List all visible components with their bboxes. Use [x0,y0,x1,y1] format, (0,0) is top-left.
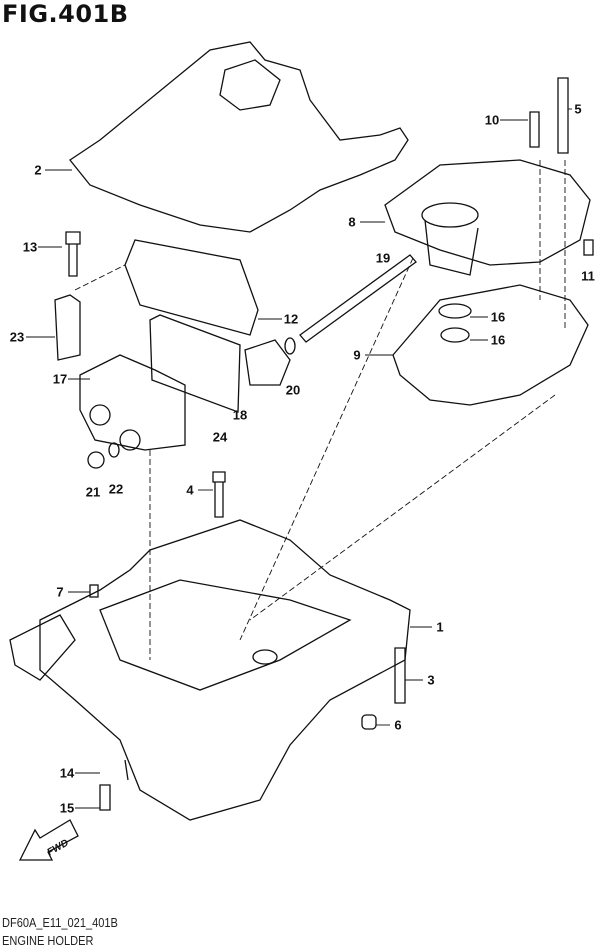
callout-10: 10 [484,112,500,128]
bolt-3 [394,647,406,704]
callout-3: 3 [427,672,435,688]
pin-6 [361,714,377,730]
callout-12: 12 [283,311,299,327]
callout-4: 4 [186,482,194,498]
callout-13: 13 [22,239,38,255]
washer-22 [108,442,120,458]
callout-6: 6 [394,717,402,733]
callout-9: 9 [353,347,361,363]
bolt-13 [65,231,81,277]
bushing-18 [244,339,291,386]
gasket-upper [69,41,409,233]
bolt-15 [99,784,111,811]
washer-20 [284,337,296,355]
callout-17: 17 [52,371,68,387]
bracket-23 [54,294,81,361]
bolt-4 [212,471,226,518]
plate-24 [149,314,241,413]
callout-18: 18 [232,407,248,423]
bolt-5 [557,77,569,154]
pin-11 [583,239,594,256]
callout-11: 11 [581,268,595,284]
bolt-19 [299,254,417,343]
engine-holder [39,519,411,821]
figure-title: FIG.401B [2,0,129,28]
callout-15: 15 [59,800,75,816]
callout-21: 21 [85,484,101,500]
callout-16b: 16 [490,332,506,348]
callout-20: 20 [285,382,301,398]
mount-12 [124,239,259,336]
callout-19: 19 [375,250,391,266]
callout-8: 8 [348,214,356,230]
callout-16a: 16 [490,309,506,325]
callout-2: 2 [34,162,42,178]
nut-21 [87,451,105,469]
bolt-10 [529,111,540,148]
callout-24: 24 [212,429,228,445]
fwd-arrow [18,819,79,861]
holder-17 [79,354,186,451]
callout-22: 22 [108,481,124,497]
diagram-code: DF60A_E11_021_401B [2,915,118,930]
diagram-name: ENGINE HOLDER [2,933,94,948]
cover [384,159,591,266]
callout-23: 23 [9,329,25,345]
callout-7: 7 [56,584,64,600]
callout-5: 5 [574,101,582,117]
callout-14: 14 [59,765,75,781]
gasket-lower [392,284,589,406]
callout-1: 1 [436,619,444,635]
